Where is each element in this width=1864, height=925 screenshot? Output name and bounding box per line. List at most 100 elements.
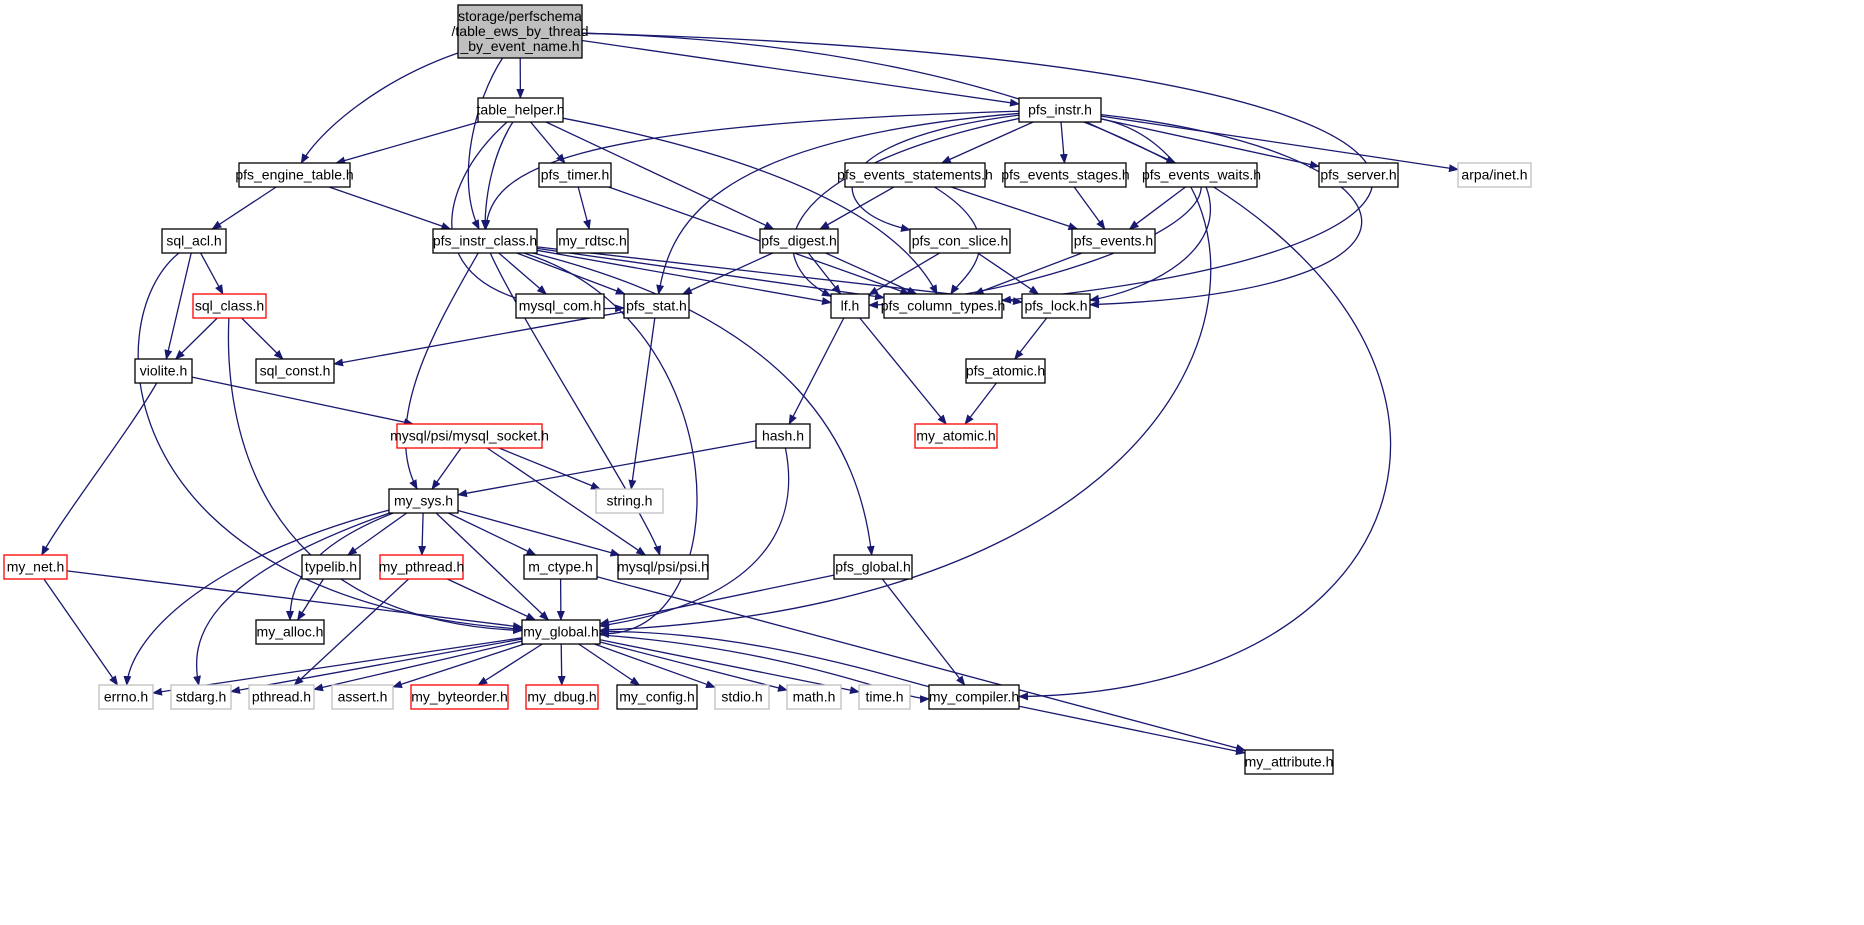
edge-my_global-to-my_byteorder (477, 643, 543, 686)
node-mysql_com[interactable]: mysql_com.h (515, 293, 605, 319)
node-box (301, 554, 361, 580)
node-hash[interactable]: hash.h (755, 423, 811, 449)
node-label: my_pthread.h (379, 559, 465, 575)
edge-pfs_engine_table-to-sql_acl (211, 186, 277, 230)
node-box (192, 293, 267, 319)
node-sql_acl[interactable]: sql_acl.h (161, 228, 227, 254)
node-pfs_instr_class[interactable]: pfs_instr_class.h (432, 228, 538, 254)
node-label: pfs_timer.h (541, 167, 609, 183)
node-box (1004, 162, 1127, 188)
edge-root-to-pfs_engine_table (300, 52, 459, 164)
node-my_net[interactable]: my_net.h (3, 554, 68, 580)
node-pfs_lock[interactable]: pfs_lock.h (1021, 293, 1091, 319)
edge-table_helper-to-pfs_column_types (562, 117, 938, 295)
edge-pfs_lock-to-pfs_atomic (1014, 317, 1048, 360)
node-my_atomic[interactable]: my_atomic.h (914, 423, 998, 449)
node-time[interactable]: time.h (858, 684, 911, 710)
node-label: pfs_con_slice.h (912, 233, 1009, 249)
node-errno[interactable]: errno.h (98, 684, 154, 710)
node-label: _by_event_name.h (459, 38, 579, 54)
node-root[interactable]: storage/perfschema/table_ews_by_thread_b… (452, 4, 589, 59)
node-pfs_instr[interactable]: pfs_instr.h (1018, 97, 1102, 123)
node-my_sys[interactable]: my_sys.h (388, 488, 459, 514)
node-box (477, 97, 564, 123)
node-arpa_inet[interactable]: arpa/inet.h (1457, 162, 1532, 188)
edge-pfs_instr-to-arpa_inet (1100, 115, 1459, 173)
edge-my_global-to-assert (392, 643, 525, 689)
node-pfs_timer[interactable]: pfs_timer.h (538, 162, 612, 188)
node-pfs_events_stages[interactable]: pfs_events_stages.h (1001, 162, 1130, 188)
node-violite[interactable]: violite.h (134, 358, 193, 384)
edge-pfs_events_statements-to-pfs_events (950, 186, 1079, 230)
edge-pfs_con_slice-to-pfs_lock (977, 252, 1040, 295)
node-pfs_column_types[interactable]: pfs_column_types.h (881, 293, 1006, 319)
edge-my_global-to-math (599, 641, 788, 692)
node-label: pfs_stat.h (626, 298, 687, 314)
node-pfs_digest[interactable]: pfs_digest.h (759, 228, 839, 254)
edge-pfs_instr_class-to-pfs_column_types (536, 247, 885, 301)
node-typelib[interactable]: typelib.h (301, 554, 361, 580)
node-label: violite.h (140, 363, 187, 379)
node-pfs_global[interactable]: pfs_global.h (833, 554, 913, 580)
node-my_pthread[interactable]: my_pthread.h (379, 554, 465, 580)
edge-pfs_digest-to-pfs_stat (681, 252, 773, 295)
node-my_config[interactable]: my_config.h (616, 684, 698, 710)
node-box (623, 293, 690, 319)
node-stdarg[interactable]: stdarg.h (170, 684, 232, 710)
edge-my_sys-to-errno (123, 509, 390, 686)
node-box (914, 423, 998, 449)
node-box (238, 162, 351, 188)
node-pfs_events_waits[interactable]: pfs_events_waits.h (1142, 162, 1261, 188)
node-label: assert.h (338, 689, 388, 705)
node-label: stdarg.h (176, 689, 227, 705)
node-label: my_byteorder.h (411, 689, 508, 705)
node-my_global[interactable]: my_global.h (521, 619, 601, 645)
node-m_ctype[interactable]: m_ctype.h (523, 554, 598, 580)
node-string[interactable]: string.h (595, 488, 664, 514)
edge-typelib-to-my_alloc (297, 578, 324, 621)
edge-sql_acl-to-my_global (137, 252, 523, 633)
node-label: math.h (793, 689, 836, 705)
node-box (538, 162, 612, 188)
node-mysql_socket[interactable]: mysql/psi/mysql_socket.h (390, 423, 549, 449)
edge-pfs_events_stages-to-pfs_events (1073, 186, 1106, 230)
node-my_attribute[interactable]: my_attribute.h (1244, 749, 1334, 775)
node-pfs_atomic[interactable]: pfs_atomic.h (965, 358, 1046, 384)
node-box (830, 293, 870, 319)
node-lf[interactable]: lf.h (830, 293, 870, 319)
node-pfs_events[interactable]: pfs_events.h (1071, 228, 1156, 254)
node-box (1457, 162, 1532, 188)
edge-pfs_engine_table-to-pfs_instr_class (328, 186, 452, 230)
node-my_compiler[interactable]: my_compiler.h (928, 684, 1020, 710)
edge-my_sys-to-my_pthread (418, 512, 427, 556)
node-pfs_con_slice[interactable]: pfs_con_slice.h (909, 228, 1011, 254)
edge-pfs_global-to-my_global (599, 574, 835, 626)
node-assert[interactable]: assert.h (331, 684, 394, 710)
node-pfs_server[interactable]: pfs_server.h (1318, 162, 1399, 188)
node-my_dbug[interactable]: my_dbug.h (525, 684, 599, 710)
node-pthread[interactable]: pthread.h (248, 684, 315, 710)
node-my_rdtsc[interactable]: my_rdtsc.h (556, 228, 629, 254)
node-pfs_events_statements[interactable]: pfs_events_statements.h (837, 162, 993, 188)
node-label: my_dbug.h (527, 689, 596, 705)
node-label: storage/perfschema (458, 8, 582, 24)
node-my_alloc[interactable]: my_alloc.h (255, 619, 325, 645)
edge-sql_acl-to-violite (164, 252, 192, 360)
node-sql_const[interactable]: sql_const.h (255, 358, 335, 384)
edge-pfs_instr-to-my_global (599, 118, 1212, 634)
node-my_byteorder[interactable]: my_byteorder.h (410, 684, 509, 710)
node-mysql_psi[interactable]: mysql/psi/psi.h (617, 554, 709, 580)
edge-sql_acl-to-sql_class (200, 252, 224, 295)
node-box (1018, 97, 1102, 123)
node-stdio[interactable]: stdio.h (714, 684, 770, 710)
node-pfs_engine_table[interactable]: pfs_engine_table.h (235, 162, 354, 188)
edge-pfs_digest-to-pfs_column_types (825, 252, 918, 295)
node-label: pfs_digest.h (761, 233, 837, 249)
edge-pfs_events_statements-to-pfs_digest (819, 186, 895, 230)
node-box (1318, 162, 1399, 188)
node-label: pfs_events_stages.h (1001, 167, 1129, 183)
node-pfs_stat[interactable]: pfs_stat.h (623, 293, 690, 319)
node-sql_class[interactable]: sql_class.h (192, 293, 267, 319)
node-math[interactable]: math.h (786, 684, 842, 710)
node-table_helper[interactable]: table_helper.h (477, 97, 565, 123)
